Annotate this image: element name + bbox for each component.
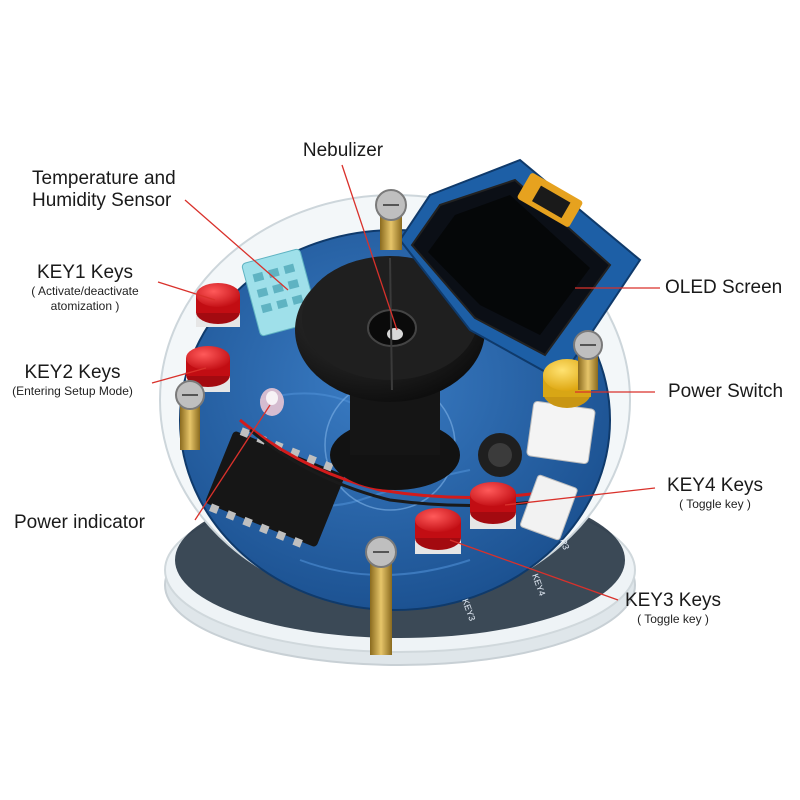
label-key2-title: KEY2 Keys: [24, 362, 121, 383]
leader-nebulizer: [341, 164, 398, 331]
label-nebulizer-text: Nebulizer: [302, 140, 384, 161]
label-key1-sub2: atomization ): [50, 299, 120, 313]
connector-p3: [520, 474, 578, 541]
label-power-indicator: Power indicator: [14, 512, 145, 534]
oled-module: [398, 158, 642, 382]
standoff-screws: [175, 189, 603, 655]
label-key1-title: KEY1 Keys: [36, 262, 134, 283]
label-key3-title: KEY3 Keys: [624, 590, 722, 611]
label-nebulizer: Nebulizer: [278, 140, 408, 162]
silkscreen-p3: P3: [558, 537, 571, 551]
ic-chip: [205, 427, 345, 548]
leader-key2: [151, 367, 207, 384]
label-oled-screen: OLED Screen: [665, 277, 782, 299]
label-temp-line2: Humidity Sensor: [32, 190, 172, 211]
inductor: [478, 433, 522, 477]
leader-temp-sensor: [184, 199, 289, 291]
label-key4: KEY4 Keys ( Toggle key ): [650, 475, 780, 512]
label-key1-sub1: ( Activate/deactivate: [31, 284, 139, 298]
leader-key3: [449, 539, 619, 601]
key4-button: [470, 482, 516, 529]
leader-lines: [151, 164, 660, 601]
label-key2: KEY2 Keys (Entering Setup Mode): [0, 362, 145, 399]
label-key4-sub: ( Toggle key ): [679, 497, 751, 511]
label-key1: KEY1 Keys ( Activate/deactivate atomizat…: [10, 262, 160, 314]
label-power-switch: Power Switch: [668, 381, 783, 403]
label-temp-line1: Temperature and: [32, 168, 176, 189]
label-key2-sub: (Entering Setup Mode): [12, 384, 133, 398]
leader-key4: [504, 487, 656, 506]
label-temp-humidity-sensor: Temperature and Humidity Sensor: [32, 168, 176, 212]
label-key3: KEY3 Keys ( Toggle key ): [608, 590, 738, 627]
label-oled-text: OLED Screen: [665, 277, 783, 298]
power-led: [260, 388, 284, 416]
key1-button: [196, 283, 240, 327]
nebulizer-module: [295, 256, 485, 490]
label-key3-sub: ( Toggle key ): [637, 612, 709, 626]
key3-button: [415, 508, 461, 554]
key2-button: [186, 346, 230, 392]
label-power-indicator-text: Power indicator: [14, 512, 145, 533]
leader-power-indicator: [194, 404, 271, 521]
label-power-switch-text: Power Switch: [668, 381, 784, 402]
leader-key1: [157, 281, 216, 301]
label-key4-title: KEY4 Keys: [666, 475, 764, 496]
